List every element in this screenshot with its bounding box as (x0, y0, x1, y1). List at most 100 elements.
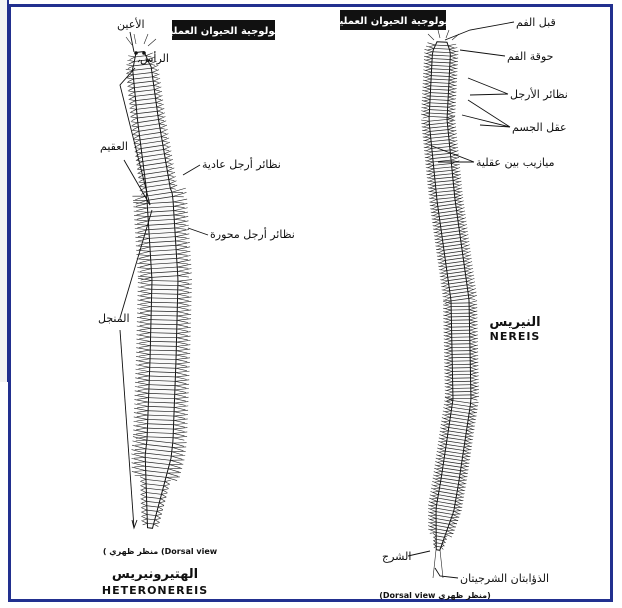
nereis-body (421, 30, 479, 578)
hetero-parapodium-left (166, 477, 180, 481)
hetero-parapodium-left (176, 340, 190, 344)
hetero-parapodium-right (129, 104, 136, 108)
hetero-parapodium-right (137, 259, 151, 263)
nereis-parapodium-right (422, 97, 430, 101)
hetero-parapodium-left (178, 280, 192, 284)
hetero-parapodium-left (164, 484, 170, 488)
nereis-tentacles (428, 30, 459, 40)
leader-epitoke-down (120, 330, 134, 528)
nereis-parapodium-right (423, 73, 431, 77)
hetero-parapodium-left (151, 65, 158, 69)
hetero-parapodium-left (164, 146, 171, 150)
hetero-parapodium-left (177, 306, 191, 310)
nereis-outline (429, 42, 471, 551)
hetero-parapodium-right (137, 300, 151, 304)
hetero-parapodium-left (161, 134, 168, 138)
hetero-parapodium-left (174, 423, 188, 427)
nereis-parapodium-right (421, 114, 429, 118)
nereis-parapodium-right (424, 63, 432, 67)
nereis-parapodium-right (422, 104, 430, 108)
nereis-parapodium-left (470, 345, 478, 349)
hetero-parapodium-left (178, 284, 192, 288)
hetero-parapodium-left (177, 319, 191, 323)
nereis-parapodium-right (421, 111, 429, 115)
left-title-en: HETERONEREIS (102, 584, 208, 597)
hetero-parapodium-left (177, 255, 191, 259)
hetero-parapodium-left (177, 269, 191, 273)
nereis-parapodium-left (471, 383, 479, 387)
hetero-parapodium-right (137, 268, 151, 272)
label-prostomium: قبل الفم (516, 16, 556, 29)
hetero-parapodium-right (134, 417, 148, 421)
nereis-parapodium-left (471, 393, 479, 397)
nereis-parapodium-right (424, 60, 432, 64)
hetero-parapodium-left (177, 310, 191, 314)
hetero-parapodium-right (135, 378, 149, 382)
right-title-en: NEREIS (490, 330, 541, 343)
hetero-parapodium-left (173, 203, 187, 207)
hetero-parapodium-right (140, 481, 146, 485)
nereis-parapodium-left (470, 348, 478, 352)
hetero-parapodium-right (132, 130, 139, 134)
hetero-parapodium-right (138, 173, 145, 177)
hetero-parapodium-left (174, 216, 188, 220)
hetero-parapodium-left (176, 247, 190, 251)
hetero-parapodium-left (177, 323, 191, 327)
hetero-parapodium-right (132, 441, 146, 445)
leader-eyes (130, 32, 134, 52)
hetero-parapodium-right (136, 369, 150, 373)
hetero-parapodium-right (136, 246, 150, 250)
hetero-parapodium-left (173, 432, 187, 436)
nereis-parapodium-left (471, 386, 479, 390)
nereis-parapodium-left (448, 44, 456, 48)
nereis-parapodium-left (469, 308, 477, 312)
hetero-parapodium-right (137, 263, 151, 267)
hetero-parapodium-left (160, 125, 167, 129)
hetero-parapodium-right (141, 503, 147, 507)
hetero-parapodium-right (137, 304, 151, 308)
heteronereis-figure: بيولوجية الحيوان العملية الأعين الرأس ال… (98, 17, 295, 597)
hetero-parapodium-left (173, 443, 187, 447)
nereis-parapodium-left (469, 318, 477, 322)
nereis-parapodium-right (423, 87, 431, 91)
heteronereis-body (126, 34, 192, 528)
hetero-parapodium-right (136, 360, 150, 364)
hetero-parapodium-left (177, 336, 191, 340)
nereis-parapodium-left (470, 365, 478, 369)
hetero-parapodium-left (177, 260, 191, 264)
hetero-parapodium-right (130, 108, 137, 112)
hetero-parapodium-right (141, 516, 147, 520)
nereis-parapodium-left (471, 379, 479, 383)
hetero-parapodium-right (134, 404, 148, 408)
hetero-parapodium-right (137, 309, 151, 313)
hetero-parapodium-left (156, 514, 162, 518)
hetero-parapodium-left (174, 415, 188, 419)
hetero-parapodium-right (137, 313, 151, 317)
hetero-parapodium-left (174, 419, 188, 423)
hetero-parapodium-left (175, 229, 189, 233)
nereis-parapodium-right (424, 66, 432, 70)
hetero-parapodium-right (140, 486, 146, 490)
right-title-ar: النيريس (489, 315, 540, 330)
hetero-parapodium-left (174, 402, 188, 406)
hetero-parapodium-left (162, 138, 169, 142)
hetero-parapodium-left (175, 393, 189, 397)
hetero-parapodium-right (132, 450, 146, 454)
hetero-parapodium-left (172, 451, 186, 455)
arrow-epitoke (132, 520, 137, 528)
nereis-parapodium-right (423, 80, 431, 84)
nereis-parapodium-left (446, 533, 454, 537)
hetero-parapodium-left (158, 506, 164, 510)
label-normal-parapodia: نظائر أرجل عادية (202, 157, 281, 171)
hetero-eye (134, 51, 138, 55)
nereis-parapodium-right (422, 107, 430, 111)
nereis-parapodium-left (470, 342, 478, 346)
nereis-parapodium-left (470, 355, 478, 359)
hetero-parapodium-right (131, 454, 145, 458)
nereis-parapodium-left (469, 304, 477, 308)
hetero-parapodium-left (153, 78, 160, 82)
hetero-parapodium-right (132, 471, 146, 475)
hetero-parapodium-left (157, 104, 164, 108)
hetero-parapodium-left (153, 74, 160, 78)
